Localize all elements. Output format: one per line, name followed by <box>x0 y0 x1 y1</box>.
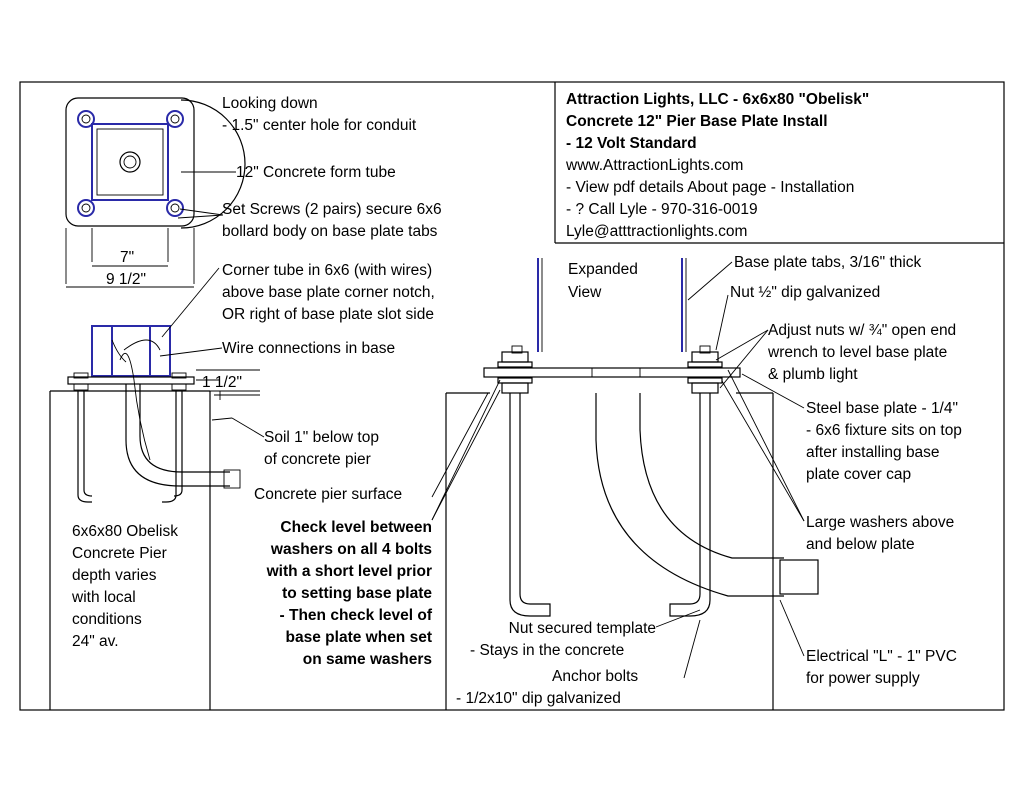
nut-label: Nut ½" dip galvanized <box>730 284 880 301</box>
adjust-label-2: wrench to level base plate <box>767 344 947 361</box>
pier-desc-3: depth varies <box>72 567 157 584</box>
form-tube-label: 12" Concrete form tube <box>236 164 396 181</box>
side-view <box>49 267 265 710</box>
phone-note: - ? Call Lyle - 970-316-0019 <box>566 201 758 218</box>
conduit-side <box>125 384 230 487</box>
template-label-1: Nut secured template <box>509 620 656 637</box>
bollard-body-top <box>91 123 169 201</box>
expanded-base-plate <box>483 367 741 378</box>
expanded-view <box>431 258 819 710</box>
bollard-base-side <box>91 325 171 377</box>
pier-desc-6: 24" av. <box>72 633 119 650</box>
pier-surface-label: Concrete pier surface <box>254 486 402 503</box>
form-tube-outline <box>180 99 246 229</box>
corner-tube-label-1: Corner tube in 6x6 (with wires) <box>222 262 432 279</box>
anchor-bolts-label-2: - 1/2x10" dip galvanized <box>456 690 621 707</box>
adjust-label-3: & plumb light <box>768 366 858 383</box>
steel-plate-label-2: - 6x6 fixture sits on top <box>806 422 962 439</box>
set-screws-label-1: Set Screws (2 pairs) secure 6x6 <box>222 201 442 218</box>
anchor-bolt-left <box>509 393 551 617</box>
center-hole-label: - 1.5" center hole for conduit <box>222 117 417 134</box>
base-plate-top <box>65 97 195 227</box>
check-level-4: to setting base plate <box>282 585 432 602</box>
check-level-7: on same washers <box>303 651 432 668</box>
dimension-lines <box>65 228 195 288</box>
soil-label-1: Soil 1" below top <box>264 429 379 446</box>
corner-tube-label-2: above base plate corner notch, <box>222 284 435 301</box>
check-level-1: Check level between <box>280 519 432 536</box>
dim-7-label: 7" <box>120 249 134 266</box>
title-line-3: - 12 Volt Standard <box>566 135 697 152</box>
anchor-bolt-right <box>669 393 711 617</box>
wire-connections-label: Wire connections in base <box>222 340 395 357</box>
pdf-note: - View pdf details About page - Installa… <box>566 179 854 196</box>
set-screws-label-2: bollard body on base plate tabs <box>222 223 438 240</box>
pvc-label-2: for power supply <box>806 670 920 687</box>
expanded-conduit <box>595 393 784 597</box>
check-level-2: washers on all 4 bolts <box>270 541 432 558</box>
check-level-6: base plate when set <box>286 629 432 646</box>
anchor-bolts-label-1: Anchor bolts <box>552 668 638 685</box>
pvc-label-1: Electrical "L" - 1" PVC <box>806 648 957 665</box>
corner-tube-label-3: OR right of base plate slot side <box>222 306 434 323</box>
check-level-3: with a short level prior <box>266 563 432 580</box>
soil-label-2: of concrete pier <box>264 451 371 468</box>
pier-desc-5: conditions <box>72 611 142 628</box>
check-level-5: - Then check level of <box>280 607 433 624</box>
dim-1-half-label: 1 1/2" <box>202 374 242 391</box>
base-plate-side <box>67 376 195 385</box>
corner-bolts <box>77 110 184 217</box>
website-url: www.AttractionLights.com <box>565 157 743 174</box>
tabs-label: Base plate tabs, 3/16" thick <box>734 254 922 271</box>
steel-plate-label-1: Steel base plate - 1/4" <box>806 400 958 417</box>
pier-desc-1: 6x6x80 Obelisk <box>72 523 178 540</box>
adjust-label-1: Adjust nuts w/ ¾" open end <box>768 322 956 339</box>
pier-desc-4: with local <box>71 589 136 606</box>
steel-plate-label-4: plate cover cap <box>806 466 911 483</box>
looking-down-label: Looking down <box>222 95 318 112</box>
washers-label-2: and below plate <box>806 536 915 553</box>
top-view <box>65 97 246 229</box>
bollard-inner <box>96 128 164 196</box>
steel-plate-label-3: after installing base <box>806 444 940 461</box>
washers-label-1: Large washers above <box>806 514 954 531</box>
title-block: Attraction Lights, LLC - 6x6x80 "Obelisk… <box>554 82 1004 244</box>
conduit-hole <box>119 151 141 173</box>
expanded-title-2: View <box>568 284 602 301</box>
pier-desc-2: Concrete Pier <box>72 545 167 562</box>
title-line-2: Concrete 12" Pier Base Plate Install <box>566 113 828 130</box>
title-line-1: Attraction Lights, LLC - 6x6x80 "Obelisk… <box>566 91 869 108</box>
template-label-2: - Stays in the concrete <box>470 642 624 659</box>
email-address: Lyle@atttractionlights.com <box>566 223 747 240</box>
check-level-note: Check level between washers on all 4 bol… <box>266 519 433 668</box>
dim-9-half-label: 9 1/2" <box>106 271 146 288</box>
expanded-title-1: Expanded <box>568 261 638 278</box>
drawing-border <box>19 81 1005 711</box>
conduit-end <box>779 559 819 595</box>
